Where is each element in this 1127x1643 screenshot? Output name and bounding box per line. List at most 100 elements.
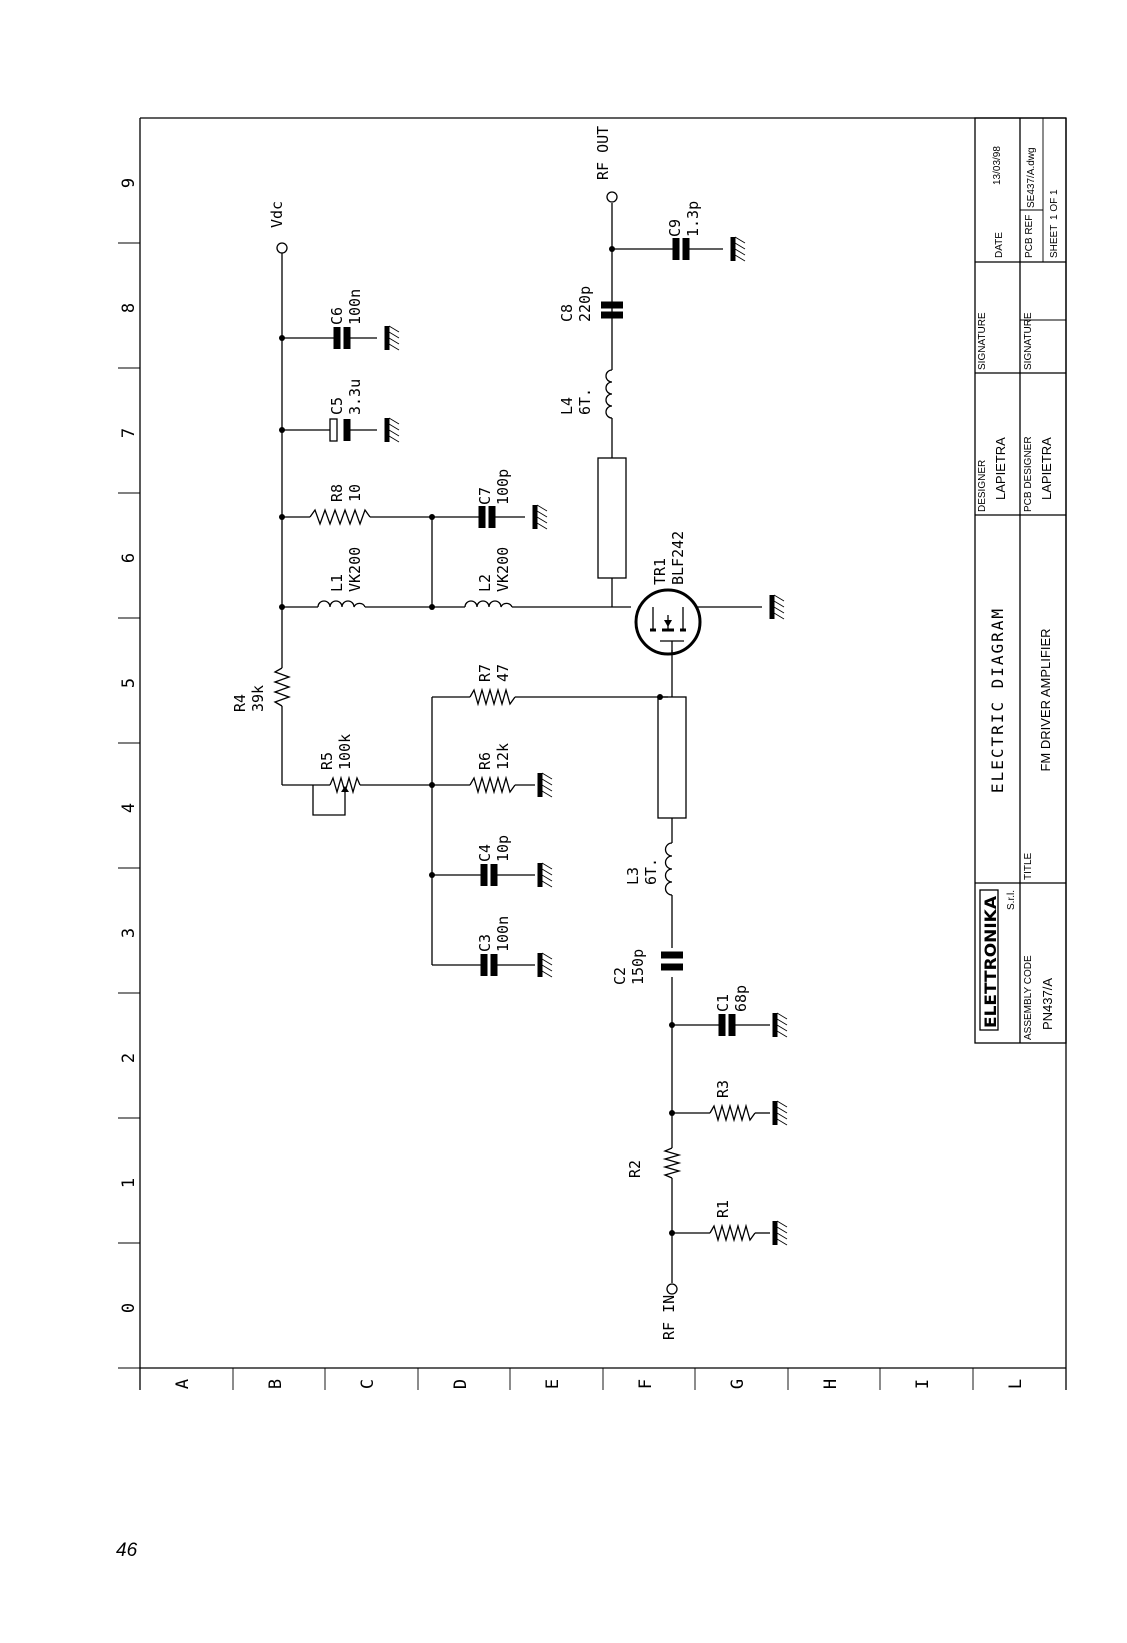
ground-icon: [775, 1221, 787, 1245]
input-stripline: [657, 696, 687, 819]
grid-number-1: 1: [119, 1178, 139, 1188]
tr1-value: BLF242: [669, 531, 687, 585]
ground-icon: [775, 1013, 787, 1037]
capacitor-c5: C5 3.3u: [328, 379, 364, 442]
designer-value: LAPIETRA: [993, 437, 1008, 500]
l3-value: 6T.: [642, 858, 660, 885]
junctions: [279, 246, 675, 1236]
l1-ref: L1: [328, 574, 346, 592]
c2-ref: C2: [611, 967, 629, 985]
grid-number-8: 8: [119, 303, 139, 313]
signature-label: SIGNATURE: [977, 312, 988, 370]
grid-letter-G: G: [728, 1379, 748, 1389]
grid-letter-C: C: [358, 1379, 378, 1389]
port-vdc: Vdc: [268, 201, 288, 254]
c6-value: 100n: [346, 289, 364, 325]
diagram-title: ELECTRIC DIAGRAM: [988, 607, 1007, 793]
resistor-r2: R2: [626, 1147, 682, 1179]
number-ruler: 0 1 2 3 4 5 6 7 8 9: [118, 178, 140, 1369]
capacitor-c1: C1 68p: [714, 985, 750, 1036]
grid-number-3: 3: [119, 928, 139, 938]
rf-out-label: RF OUT: [594, 126, 612, 180]
ground-icon: [540, 863, 552, 887]
wires: [281, 203, 770, 1283]
r5-value: 100k: [336, 734, 354, 770]
capacitor-c8: C8 220p: [558, 286, 623, 322]
resistor-r6: R6 12k: [469, 743, 516, 795]
signature-label-2: SIGNATURE: [1023, 312, 1034, 370]
drawing-frame: [139, 117, 1067, 1390]
r7-ref: R7: [476, 664, 494, 682]
port-rf-out: RF OUT: [594, 126, 618, 203]
ground-icon: [387, 326, 399, 350]
c3-value: 100n: [494, 916, 512, 952]
c8-value: 220p: [576, 286, 594, 322]
c3-ref: C3: [476, 934, 494, 952]
ground-icon: [387, 418, 399, 442]
pcb-ref-value: SE437/A.dwg: [1026, 147, 1037, 208]
resistor-r7: R7 47: [469, 664, 516, 707]
capacitor-c7: C7 100p: [476, 469, 512, 528]
capacitor-c2: C2 150p: [611, 949, 683, 985]
l4-value: 6T.: [576, 388, 594, 415]
vdc-label: Vdc: [268, 201, 286, 228]
letter-ruler: A B C D E F G H I L: [173, 1368, 1026, 1390]
inductor-l4: L4 6T.: [558, 369, 613, 419]
grid-number-7: 7: [119, 428, 139, 438]
r8-ref: R8: [328, 484, 346, 502]
date-value: 13/03/98: [992, 146, 1003, 185]
ground-icon: [772, 595, 784, 619]
grid-letter-A: A: [173, 1379, 193, 1389]
r1-ref: R1: [714, 1200, 732, 1218]
grid-letter-L: L: [1006, 1379, 1026, 1389]
c9-ref: C9: [666, 219, 684, 237]
sheet-value: 1 OF 1: [1049, 189, 1060, 220]
capacitor-c9: C9 1.3p: [666, 201, 702, 260]
grid-letter-D: D: [451, 1379, 471, 1389]
designer-label: DESIGNER: [977, 460, 988, 512]
company-suffix: S.r.l.: [1006, 890, 1017, 910]
pcb-designer-label: PCB DESIGNER: [1023, 436, 1034, 512]
grid-number-0: 0: [119, 1303, 139, 1313]
c9-value: 1.3p: [684, 201, 702, 237]
company-name: ELETTRONIKA: [981, 895, 1000, 1028]
rf-in-label: RF IN: [660, 1295, 678, 1340]
port-rf-in: RF IN: [660, 1283, 678, 1340]
resistor-r1: R1: [709, 1200, 756, 1243]
grid-letter-H: H: [821, 1379, 841, 1389]
grid-number-6: 6: [119, 553, 139, 563]
capacitor-c6: C6 100n: [328, 289, 364, 349]
capacitor-c4: C4 10p: [476, 835, 512, 886]
inductor-l1: L1 VK200: [317, 547, 366, 608]
ground-icon: [535, 505, 547, 529]
c2-value: 150p: [629, 949, 647, 985]
page-number: 46: [116, 1540, 138, 1561]
ground-icon: [775, 1101, 787, 1125]
pcb-ref-label: PCB REF: [1024, 215, 1035, 258]
assembly-code-value: PN437/A: [1040, 978, 1055, 1030]
tr1-ref: TR1: [651, 558, 669, 585]
r2-ref: R2: [626, 1160, 644, 1178]
c1-ref: C1: [714, 994, 732, 1012]
l2-value: VK200: [494, 547, 512, 592]
r6-value: 12k: [494, 743, 512, 770]
ground-icon: [540, 773, 552, 797]
l3-ref: L3: [624, 867, 642, 885]
title-label: TITLE: [1023, 852, 1034, 880]
output-stripline: [597, 457, 627, 579]
inductor-l3: L3 6T.: [624, 842, 673, 896]
date-label: DATE: [994, 232, 1005, 258]
transistor-tr1: TR1 BLF242: [634, 531, 702, 656]
c4-ref: C4: [476, 844, 494, 862]
c4-value: 10p: [494, 835, 512, 862]
title-block: DATE 13/03/98 PCB REF SE437/A.dwg SHEET …: [974, 117, 1067, 1044]
grid-number-9: 9: [119, 178, 139, 188]
ground-icon: [540, 953, 552, 977]
c5-ref: C5: [328, 397, 346, 415]
l2-ref: L2: [476, 574, 494, 592]
product-title: FM DRIVER AMPLIFIER: [1038, 628, 1053, 771]
r3-ref: R3: [714, 1080, 732, 1098]
r8-value: 10: [346, 484, 364, 502]
ground-icon: [733, 237, 745, 261]
